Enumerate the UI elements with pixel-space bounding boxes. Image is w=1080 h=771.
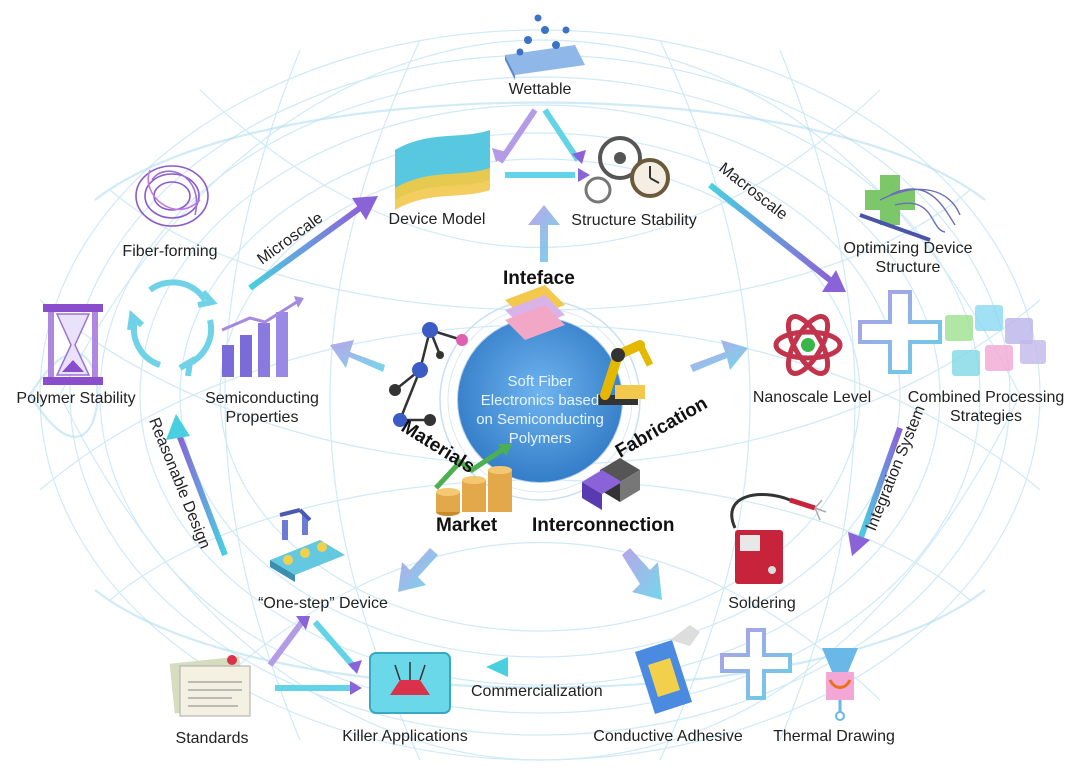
plus-cross-icon (858, 290, 942, 374)
cube-chain-icon (945, 305, 1046, 376)
glue-bottle-icon (635, 625, 700, 714)
layered-fiber-icon (505, 285, 565, 340)
plus-cross-icon (720, 628, 792, 700)
center-title: Soft Fiber Electronics based on Semicond… (460, 372, 620, 448)
fiber-tower-icon (822, 648, 858, 721)
node-optimizing-device-structure: Optimizing Device Structure (843, 240, 973, 276)
category-inteface: Inteface (503, 268, 575, 289)
soldering-machine-icon (730, 493, 827, 584)
arrow-integration-system (848, 426, 903, 556)
layered-sheets-icon (395, 130, 490, 210)
node-killer-applications: Killer Applications (342, 728, 468, 745)
fiber-tangle-icon (859, 175, 961, 242)
top-cycle-triangle (492, 108, 590, 182)
documents-icon (169, 655, 251, 717)
node-combined-processing-strategies: Combined Processing Strategies (907, 389, 1065, 425)
gears-clock-icon (584, 136, 670, 204)
arrow-reasonable-design (166, 414, 228, 557)
edge-macroscale: Macroscale (716, 160, 791, 224)
arrow-macroscale (708, 182, 846, 292)
molecule-icon (389, 322, 468, 427)
center-title-line: Electronics based (480, 392, 600, 409)
center-title-line: on Semiconducting (476, 411, 604, 428)
node-fiber-forming: Fiber-forming (122, 243, 218, 260)
node-thermal-drawing: Thermal Drawing (773, 728, 895, 745)
outer-arrows (166, 182, 903, 677)
spiral-fiber-icon (135, 165, 209, 227)
node-device-model: Device Model (388, 211, 486, 228)
tablet-app-icon (369, 652, 451, 714)
node-conductive-adhesive: Conductive Adhesive (593, 728, 743, 745)
center-title-line: Soft Fiber (507, 373, 573, 390)
node-wettable: Wettable (508, 81, 572, 98)
bar-growth-icon (221, 296, 304, 377)
robot-arm-icon (598, 340, 654, 405)
coins-chart-icon (434, 444, 512, 516)
category-interconnection: Interconnection (532, 515, 675, 536)
conveyor-robot-icon (270, 508, 345, 582)
node-semiconducting-properties: Semiconducting Properties (205, 390, 319, 426)
category-market: Market (436, 515, 498, 536)
node-soldering: Soldering (728, 595, 796, 612)
hourglass-icon (43, 304, 103, 385)
arrow-commercialization (486, 657, 625, 677)
recycle-arrows-icon (127, 279, 218, 377)
arrow-microscale (248, 196, 378, 291)
background-network-bold (29, 101, 986, 689)
node-structure-stability: Structure Stability (571, 212, 697, 229)
node-polymer-stability: Polymer Stability (16, 390, 136, 407)
bottom-cycle-triangle (267, 616, 362, 695)
node-nanoscale-level: Nanoscale Level (752, 389, 872, 406)
atom-icon (773, 314, 843, 376)
node-standards: Standards (175, 730, 249, 747)
cube-stack-icon (582, 458, 640, 510)
water-drops-icon (505, 14, 585, 80)
edge-commercialization: Commercialization (471, 683, 603, 700)
center-title-line: Polymers (508, 430, 572, 447)
center-arrows (330, 205, 748, 600)
node-one-step-device: “One-step” Device (258, 595, 388, 612)
